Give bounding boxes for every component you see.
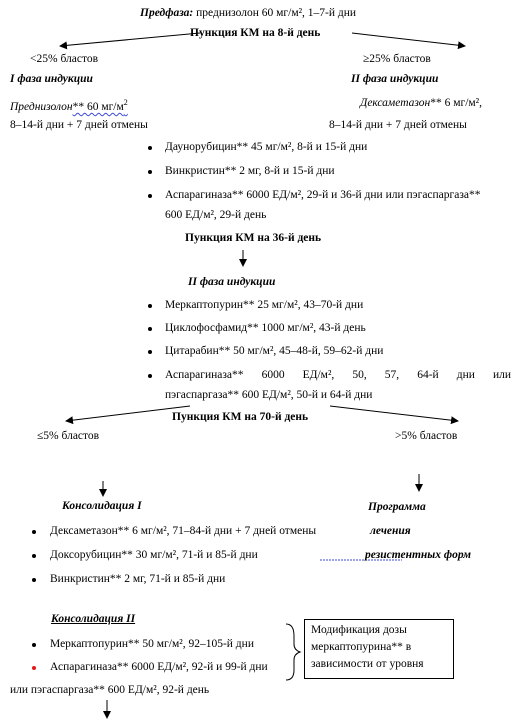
induction-right-days: 8–14-й дни + 7 дней отмены bbox=[329, 119, 467, 131]
phase2-drug-3: Цитарабин** 50 мг/м², 45–48-й, 59–62-й д… bbox=[165, 345, 384, 357]
consolidation1-drug-2: Доксорубицин** 30 мг/м², 71-й и 85-й дни bbox=[50, 549, 258, 561]
consolidation2-title: Консолидация II bbox=[51, 613, 136, 625]
consolidation2-continuation: или пэгаспаргаза** 600 ЕД/м², 92-й день bbox=[10, 684, 210, 696]
bullet bbox=[148, 194, 152, 198]
resistant-program-line3: резистентных форм bbox=[365, 549, 471, 561]
branch-low-blasts: <25% бластов bbox=[30, 53, 99, 65]
induction-left-drug-line: Преднизолон** 60 мг/м2 bbox=[10, 96, 128, 114]
puncture-day36: Пункция КМ на 36-й день bbox=[185, 232, 322, 244]
induction-right-drug: Дексаметазон bbox=[360, 97, 431, 109]
arrow-to-high-blasts bbox=[351, 32, 466, 50]
consolidation1-drug-3: Винкристин** 2 мг, 71-й и 85-й дни bbox=[50, 573, 226, 585]
prephase-line: Предфаза: преднизолон 60 мг/м², 1–7-й дн… bbox=[140, 6, 356, 20]
consolidation1-title: Консолидация I bbox=[62, 500, 142, 512]
consolidation1-drug-1: Дексаметазон** 6 мг/м², 71–84-й дни + 7 … bbox=[50, 525, 317, 537]
bullet bbox=[148, 146, 152, 150]
consolidation2-drug-1: Меркаптопурин** 50 мг/м², 92–105-й дни bbox=[50, 638, 254, 650]
induction-left-days: 8–14-й дни + 7 дней отмены bbox=[10, 119, 148, 131]
branch-gt5: >5% бластов bbox=[395, 430, 458, 442]
dose-note-line2: меркаптопурина** в bbox=[311, 641, 412, 653]
bullet bbox=[148, 327, 152, 331]
prephase-text: преднизолон 60 мг/м², 1–7-й дни bbox=[193, 7, 357, 19]
bullet-highlighted bbox=[32, 666, 36, 670]
bracket-consolidation2 bbox=[285, 623, 302, 681]
common-drug-3-cont: 600 ЕД/м², 29-й день bbox=[165, 209, 267, 221]
common-drug-3: Аспарагиназа** 6000 ЕД/м², 29-й и 36-й д… bbox=[165, 189, 481, 201]
resistant-program-line2: лечения bbox=[370, 525, 411, 537]
puncture-day8: Пункция КМ на 8-й день bbox=[190, 27, 321, 39]
phase2-drug-1: Меркаптопурин** 25 мг/м², 43–70-й дни bbox=[165, 299, 364, 311]
bullet bbox=[32, 554, 36, 558]
bullet bbox=[148, 374, 152, 378]
prephase-label: Предфаза: bbox=[140, 7, 194, 19]
induction-left-title: I фаза индукции bbox=[10, 73, 93, 85]
branch-le5: ≤5% бластов bbox=[37, 430, 100, 442]
arrow-to-low-blasts bbox=[59, 32, 201, 50]
consolidation2-drug-2: Аспарагиназа** 6000 ЕД/м², 92-й и 99-й д… bbox=[50, 661, 268, 673]
induction-left-drug-rest: ** 60 мг/м bbox=[72, 100, 124, 113]
dose-note-line1: Модификация дозы bbox=[311, 624, 407, 636]
arrow-to-le5 bbox=[65, 405, 191, 425]
resistant-program-line1: Программа bbox=[368, 501, 426, 513]
phase2-drug-4-cont: пэгаспаргаза** 600 ЕД/м², 50-й и 64-й дн… bbox=[165, 389, 373, 401]
bullet bbox=[32, 643, 36, 647]
induction-phase2-title: II фаза индукции bbox=[188, 276, 276, 288]
common-drug-2: Винкристин** 2 мг, 8-й и 15-й дни bbox=[165, 165, 335, 177]
induction-left-drug-sup: 2 bbox=[123, 98, 128, 107]
common-drug-1: Даунорубицин** 45 мг/м², 8-й и 15-й дни bbox=[165, 141, 368, 153]
puncture-day70: Пункция КМ на 70-й день bbox=[172, 411, 309, 423]
phase2-drug-2: Циклофосфамид** 1000 мг/м², 43-й день bbox=[165, 322, 366, 334]
bullet bbox=[32, 530, 36, 534]
dose-note-line3: зависимости от уровня bbox=[311, 658, 424, 670]
branch-high-blasts: ≥25% бластов bbox=[363, 53, 431, 65]
induction-left-drug: Преднизолон bbox=[10, 100, 73, 113]
arrow-to-gt5 bbox=[329, 405, 459, 425]
bullet bbox=[148, 350, 152, 354]
phase2-drug-4: Аспарагиназа** 6000 ЕД/м², 50, 57, 64-й … bbox=[165, 369, 511, 381]
bullet bbox=[148, 304, 152, 308]
induction-right-title: II фаза индукции bbox=[351, 73, 439, 85]
bullet bbox=[32, 578, 36, 582]
induction-right-drug-rest: ** 6 мг/м², bbox=[430, 97, 482, 109]
induction-right-drug-line: Дексаметазон** 6 мг/м², bbox=[360, 96, 482, 110]
dose-note-box: Модификация дозы меркаптопурина** в зави… bbox=[304, 619, 454, 679]
bullet bbox=[148, 170, 152, 174]
